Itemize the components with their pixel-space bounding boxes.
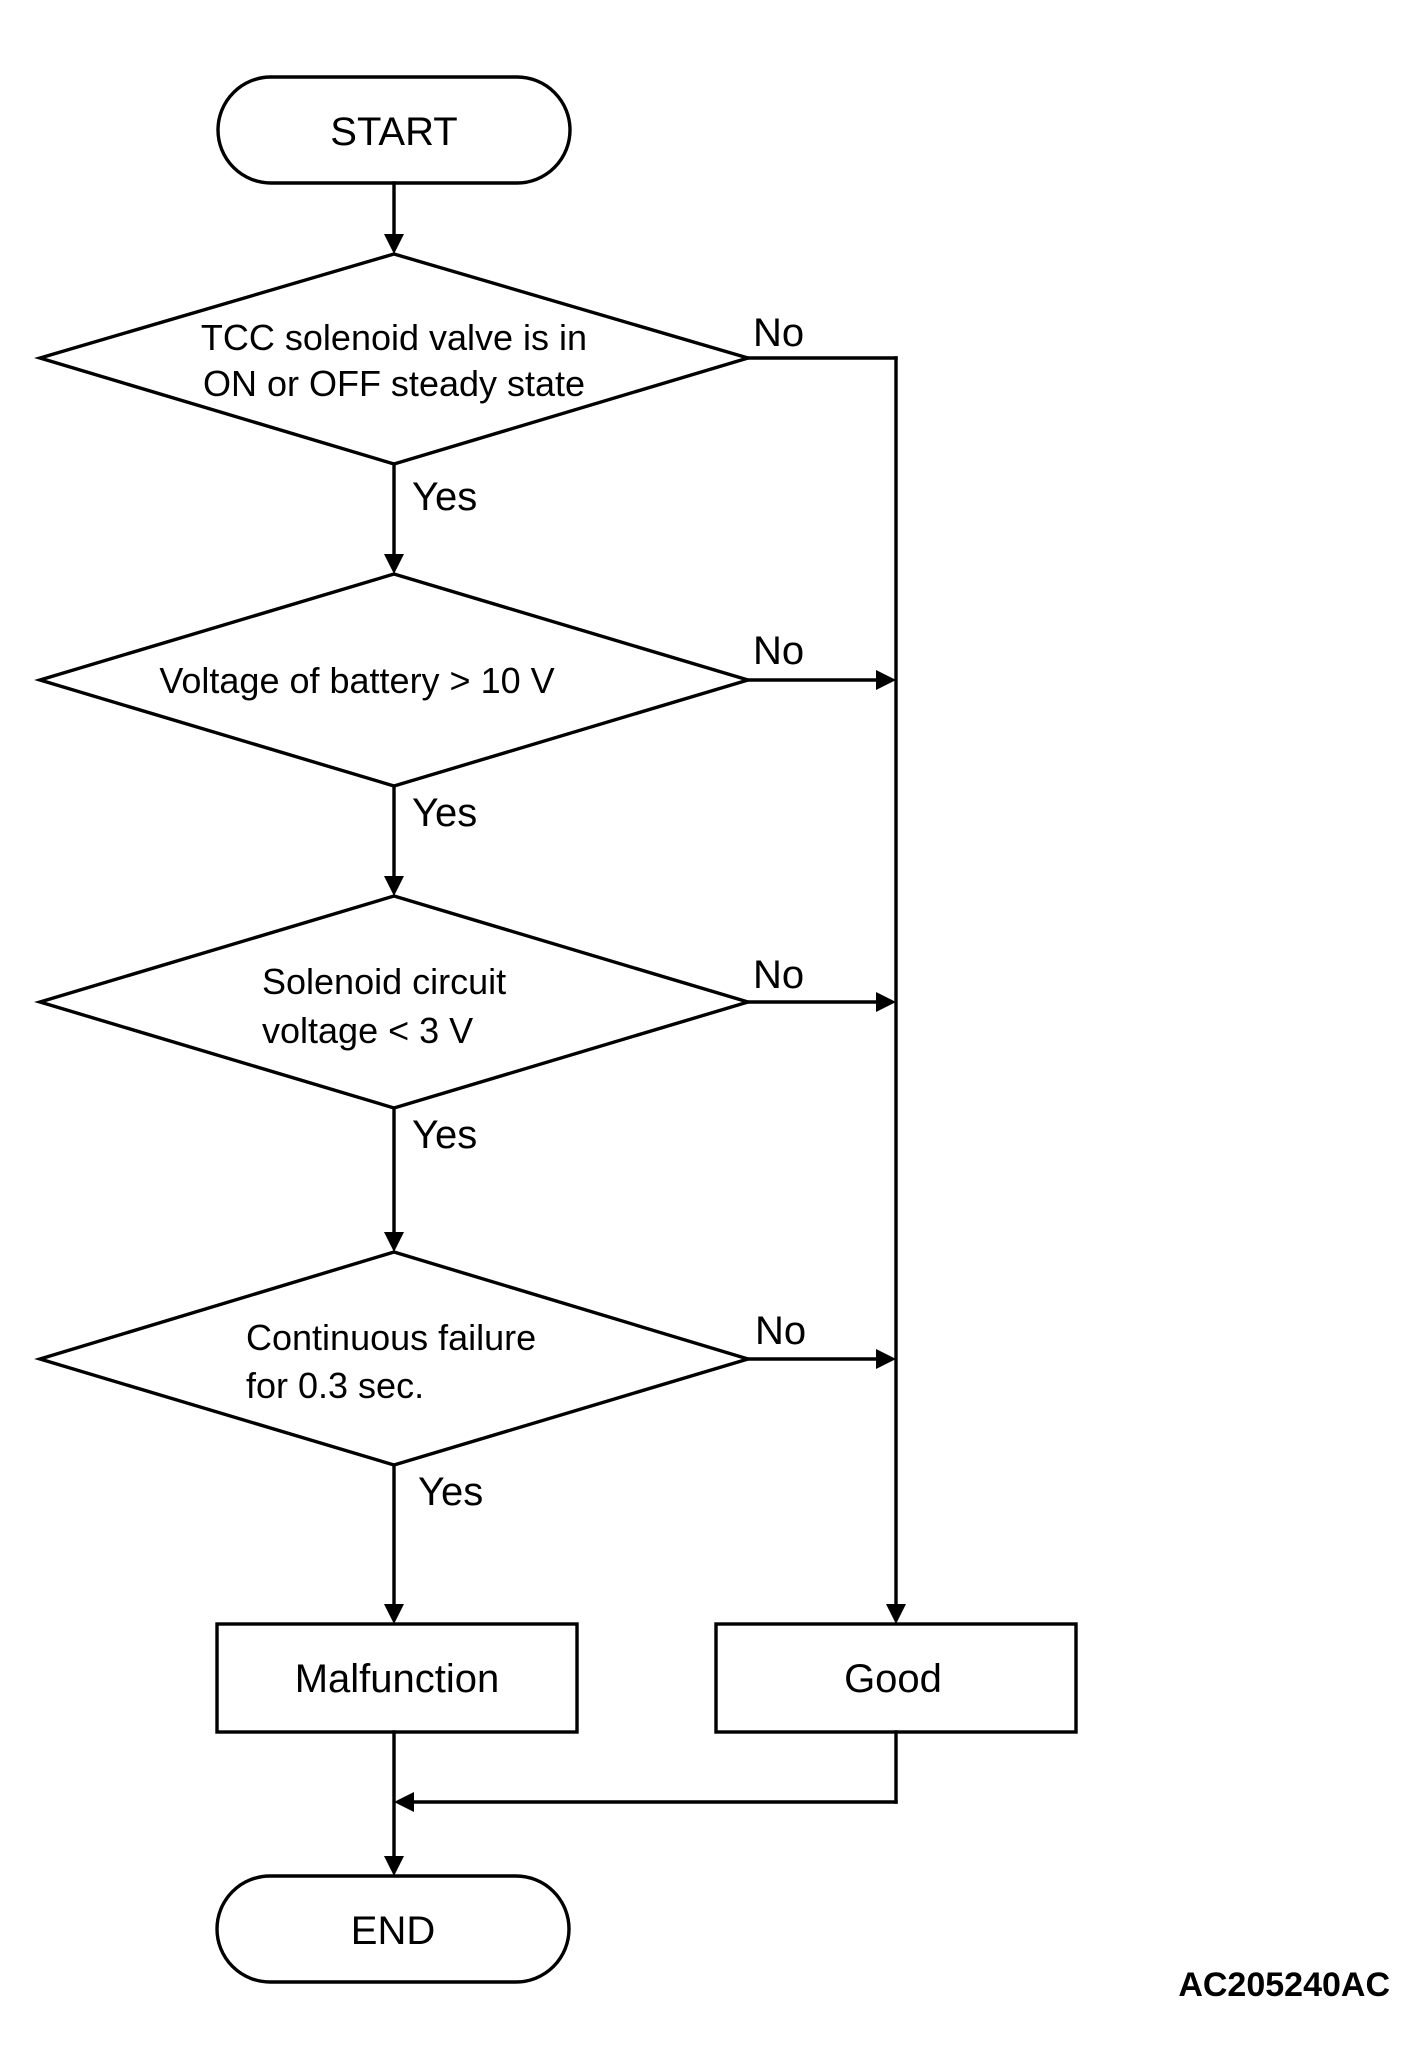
arrowhead-no-4 — [876, 1349, 896, 1369]
arrowhead-d1 — [384, 234, 404, 254]
good-label: Good — [844, 1657, 942, 1701]
arrowhead-d3 — [384, 876, 404, 896]
no-label-1: No — [753, 311, 804, 355]
arrowhead-d2 — [384, 554, 404, 574]
decision-solenoid-voltage: Solenoid circuit voltage < 3 V — [34, 894, 754, 1110]
no-label-3: No — [753, 953, 804, 997]
yes-label-4: Yes — [418, 1470, 483, 1514]
arrowhead-no-2 — [876, 670, 896, 690]
malfunction-node: Malfunction — [215, 1622, 579, 1734]
arrowhead-malfunction — [384, 1604, 404, 1624]
arrowhead-end — [384, 1856, 404, 1876]
arrowhead-no-3 — [876, 992, 896, 1012]
decision-tcc-line2: ON or OFF steady state — [203, 363, 585, 404]
decision-failure-line1: Continuous failure — [246, 1317, 536, 1358]
good-node: Good — [714, 1622, 1078, 1734]
decision-battery-voltage: Voltage of battery > 10 V — [34, 572, 754, 788]
arrowhead-merge — [394, 1792, 414, 1812]
no-label-4: No — [755, 1309, 806, 1353]
decision-tcc-line1: TCC solenoid valve is in — [201, 317, 587, 358]
start-label: START — [330, 110, 457, 154]
arrowhead-d4 — [384, 1232, 404, 1252]
start-node: START — [216, 75, 572, 185]
decision-battery-text: Voltage of battery > 10 V — [159, 660, 554, 701]
end-node: END — [215, 1874, 571, 1984]
decision-solenoid-line2: voltage < 3 V — [262, 1010, 473, 1051]
decision-failure-line2: for 0.3 sec. — [246, 1365, 424, 1406]
no-label-2: No — [753, 629, 804, 673]
yes-label-2: Yes — [412, 791, 477, 835]
decision-continuous-failure: Continuous failure for 0.3 sec. — [34, 1250, 754, 1467]
malfunction-label: Malfunction — [295, 1657, 500, 1701]
figure-code: AC205240AC — [1178, 1966, 1390, 2004]
arrowhead-good — [886, 1604, 906, 1624]
yes-label-3: Yes — [412, 1113, 477, 1157]
yes-label-1: Yes — [412, 475, 477, 519]
decision-tcc-steady-state: TCC solenoid valve is in ON or OFF stead… — [34, 252, 754, 466]
end-label: END — [351, 1909, 435, 1953]
decision-solenoid-line1: Solenoid circuit — [262, 961, 506, 1002]
